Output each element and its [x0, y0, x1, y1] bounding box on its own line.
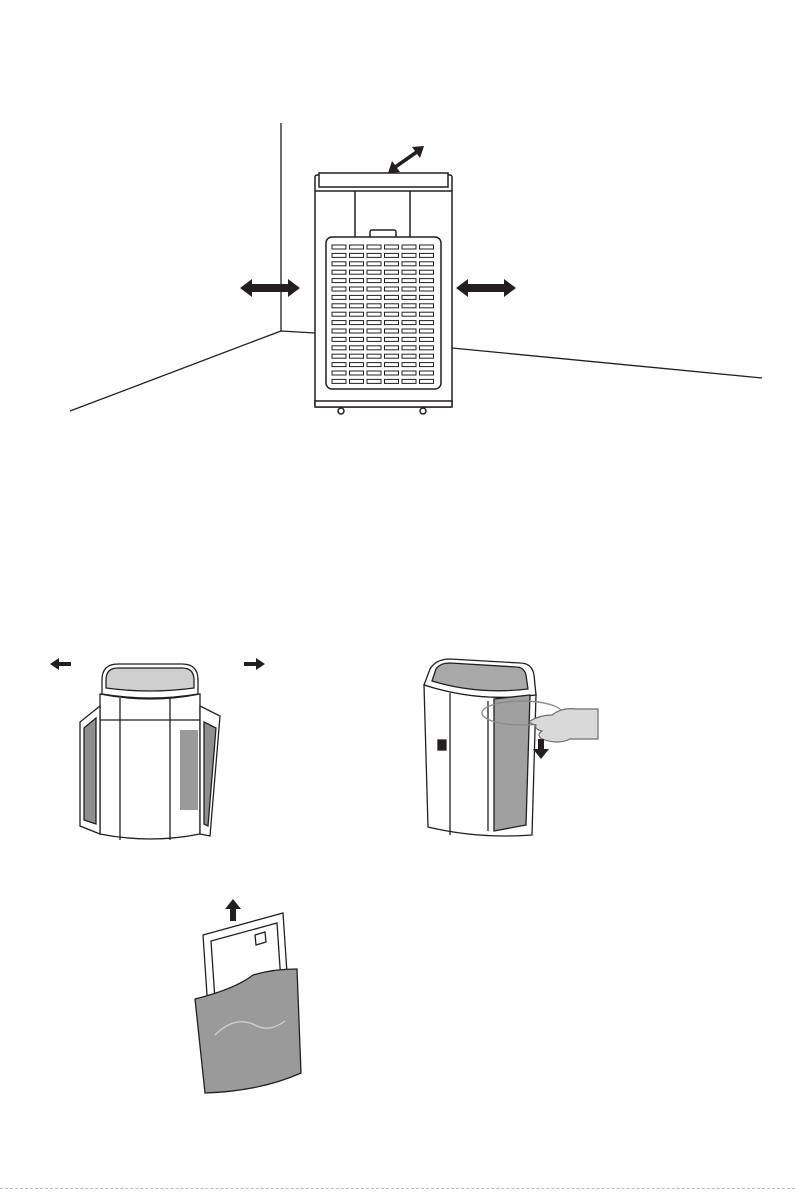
clearance-arrow-top-icon: [388, 146, 424, 173]
air-purifier-open-icon: [80, 664, 220, 840]
floor-right-line: [452, 348, 762, 378]
figure-open-side-covers: [40, 650, 280, 850]
floor-left-line: [70, 331, 281, 411]
press-down-arrow-icon: [533, 739, 549, 759]
floor-back-line: [281, 331, 315, 333]
lift-up-arrow-icon: [225, 899, 241, 921]
hand-icon: [530, 709, 598, 742]
figure-release-front-panel: [410, 645, 610, 845]
placement-illustration: [60, 115, 770, 425]
release-panel-illustration: [410, 645, 610, 845]
air-purifier-front-icon: [315, 173, 452, 414]
clearance-arrow-right-icon: [456, 279, 516, 297]
pull-arrow-right-icon: [244, 658, 265, 670]
side-covers-illustration: [40, 650, 280, 850]
pull-arrow-left-icon: [50, 658, 71, 670]
figure-remove-filter-bag: [185, 895, 315, 1100]
page-bottom-rule: [0, 1188, 795, 1190]
filter-bag-illustration: [185, 895, 315, 1100]
figure-placement-clearance: [60, 115, 770, 425]
clearance-arrow-left-icon: [240, 279, 300, 297]
